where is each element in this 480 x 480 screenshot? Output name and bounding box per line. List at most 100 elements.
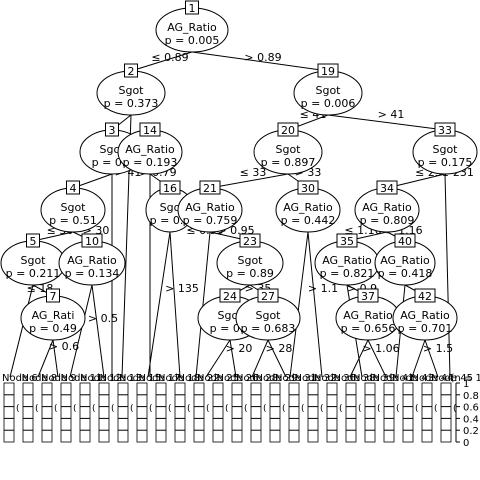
- node-id: 5: [30, 235, 37, 248]
- node-id: 4: [70, 182, 77, 195]
- node-variable: AG_Ratio: [400, 309, 450, 322]
- tree-edge: [191, 51, 329, 72]
- node-variable: AG_Ratio: [167, 21, 217, 34]
- leaf-bar: [212, 382, 224, 443]
- node-id-box: [159, 180, 181, 195]
- tree-edge: [37, 339, 54, 378]
- node-p-value: p = 0.683: [241, 322, 296, 335]
- axis-tick-label: 0.4: [463, 414, 479, 425]
- node-p-value: p = 0.701: [398, 322, 453, 335]
- tree-edge: [349, 339, 369, 378]
- node-id: 34: [380, 182, 394, 195]
- node-id: 2: [128, 65, 135, 78]
- leaf-paren: (: [320, 404, 324, 414]
- leaf-barplot: (: [155, 382, 172, 443]
- leaf-paren: (: [149, 404, 153, 414]
- split-label: > 1.5: [423, 342, 453, 355]
- tree-edge: [367, 339, 387, 378]
- split-label: > 1.06: [362, 342, 399, 355]
- leaf-barplot: (: [326, 382, 343, 443]
- node-p-value: p = 0.49: [29, 322, 77, 335]
- leaf-header: Node 25: [197, 373, 239, 384]
- leaf-barplot: (: [231, 382, 248, 443]
- leaf-header: Node 9: [41, 373, 77, 384]
- leaf-bar: [402, 382, 414, 443]
- node-id-box: [81, 233, 103, 248]
- node-variable: Sgot: [315, 84, 341, 97]
- tree-edge: [205, 339, 231, 378]
- node-id-box: [336, 233, 358, 248]
- leaf-paren: (: [111, 404, 115, 414]
- node-variable: AG_Ratio: [362, 201, 412, 214]
- leaf-paren: (: [92, 404, 96, 414]
- leaf-header: Node 45: [431, 373, 473, 384]
- node-p-value: p = 0.211: [6, 267, 61, 280]
- leaf-header: Node 17: [139, 373, 181, 384]
- leaf-barplot: (: [250, 382, 267, 443]
- leaf-paren: (: [187, 404, 191, 414]
- axis-tick-label: 0.6: [463, 403, 479, 414]
- node-variable: AG_Ratio: [283, 201, 333, 214]
- node-p-value: p = 0.809: [360, 214, 415, 227]
- node-variable: Sgot: [60, 201, 86, 214]
- node-p-value: p = 0.442: [281, 214, 336, 227]
- node-id: 20: [281, 124, 295, 137]
- node-id-box: [277, 122, 299, 137]
- leaf-paren: (: [415, 404, 419, 414]
- node-variable: Sgot: [237, 254, 263, 267]
- tree-edge: [229, 339, 237, 378]
- leaf-header: Node 6: [2, 373, 38, 384]
- leaf-bar: [364, 382, 376, 443]
- leaf-bar: [269, 382, 281, 443]
- node-id-box: [257, 288, 279, 303]
- node-p-value: p = 0.175: [418, 156, 473, 169]
- leaf-paren: (: [35, 404, 39, 414]
- node-id: 1: [189, 2, 196, 15]
- node-p-value: p = 0.005: [165, 34, 220, 47]
- node-id-box: [66, 180, 80, 195]
- node-id: 30: [301, 182, 315, 195]
- node-p-value: p = 0.418: [378, 267, 433, 280]
- leaf-bar: [41, 382, 53, 443]
- tree-edge: [424, 339, 439, 378]
- node-id-box: [297, 180, 319, 195]
- leaf-bar: [326, 382, 338, 443]
- tree-edge: [130, 51, 193, 72]
- node-p-value: p = 0.373: [104, 97, 159, 110]
- leaf-paren: (: [73, 404, 77, 414]
- split-label: > 20: [226, 342, 253, 355]
- node-id-box: [219, 288, 241, 303]
- leaf-header: Node 13: [100, 373, 142, 384]
- leaf-bar: [421, 382, 433, 443]
- node-id-box: [376, 180, 398, 195]
- node-id: 21: [203, 182, 217, 195]
- node-id-box: [317, 63, 339, 78]
- leaf-header: Node 29: [256, 373, 298, 384]
- leaf-bar: [79, 382, 91, 443]
- node-variable: Sgo: [160, 201, 181, 214]
- node-variable: AG_Ratio: [125, 143, 175, 156]
- leaf-paren: (: [453, 404, 457, 414]
- node-p-value: p = 0.821: [320, 267, 375, 280]
- leaf-barplot: (: [269, 382, 286, 443]
- leaf-paren: (: [168, 404, 172, 414]
- leaf-header: Node 26: [217, 373, 259, 384]
- node-variable: AG_Ratio: [380, 254, 430, 267]
- leaf-header: Node 22: [178, 373, 220, 384]
- node-variable: Sgot: [432, 143, 458, 156]
- leaf-bar: [193, 382, 205, 443]
- leaf-paren: (: [16, 404, 20, 414]
- leaf-paren: (: [54, 404, 58, 414]
